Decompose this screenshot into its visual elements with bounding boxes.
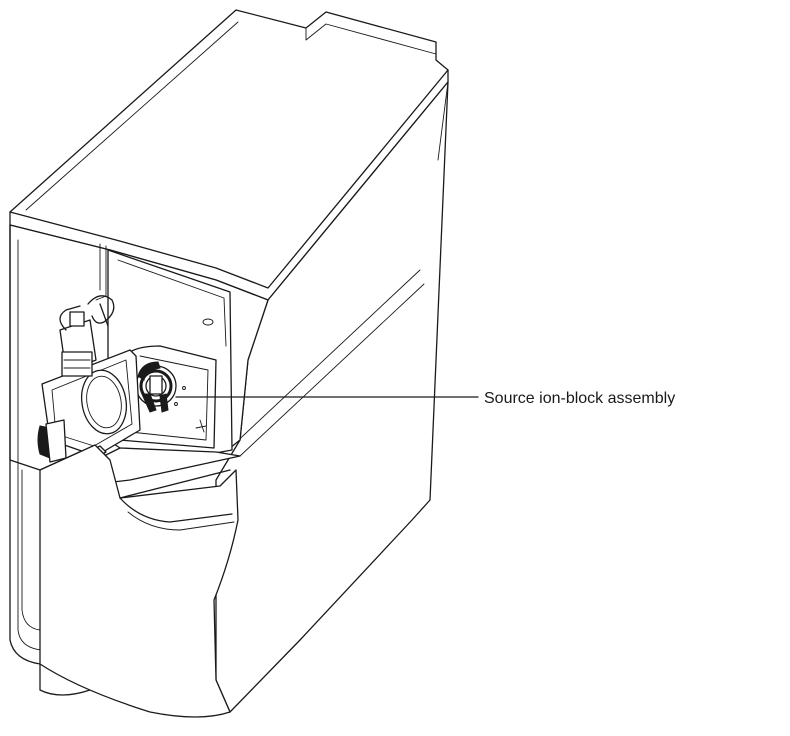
door-latch-handle	[37, 419, 67, 463]
instrument-lower-body	[21, 444, 239, 718]
probe-assembly	[59, 295, 115, 377]
callout: Source ion-block assembly	[175, 390, 675, 407]
source-ion-block-assembly	[135, 361, 186, 413]
callout-label: Source ion-block assembly	[484, 390, 675, 407]
